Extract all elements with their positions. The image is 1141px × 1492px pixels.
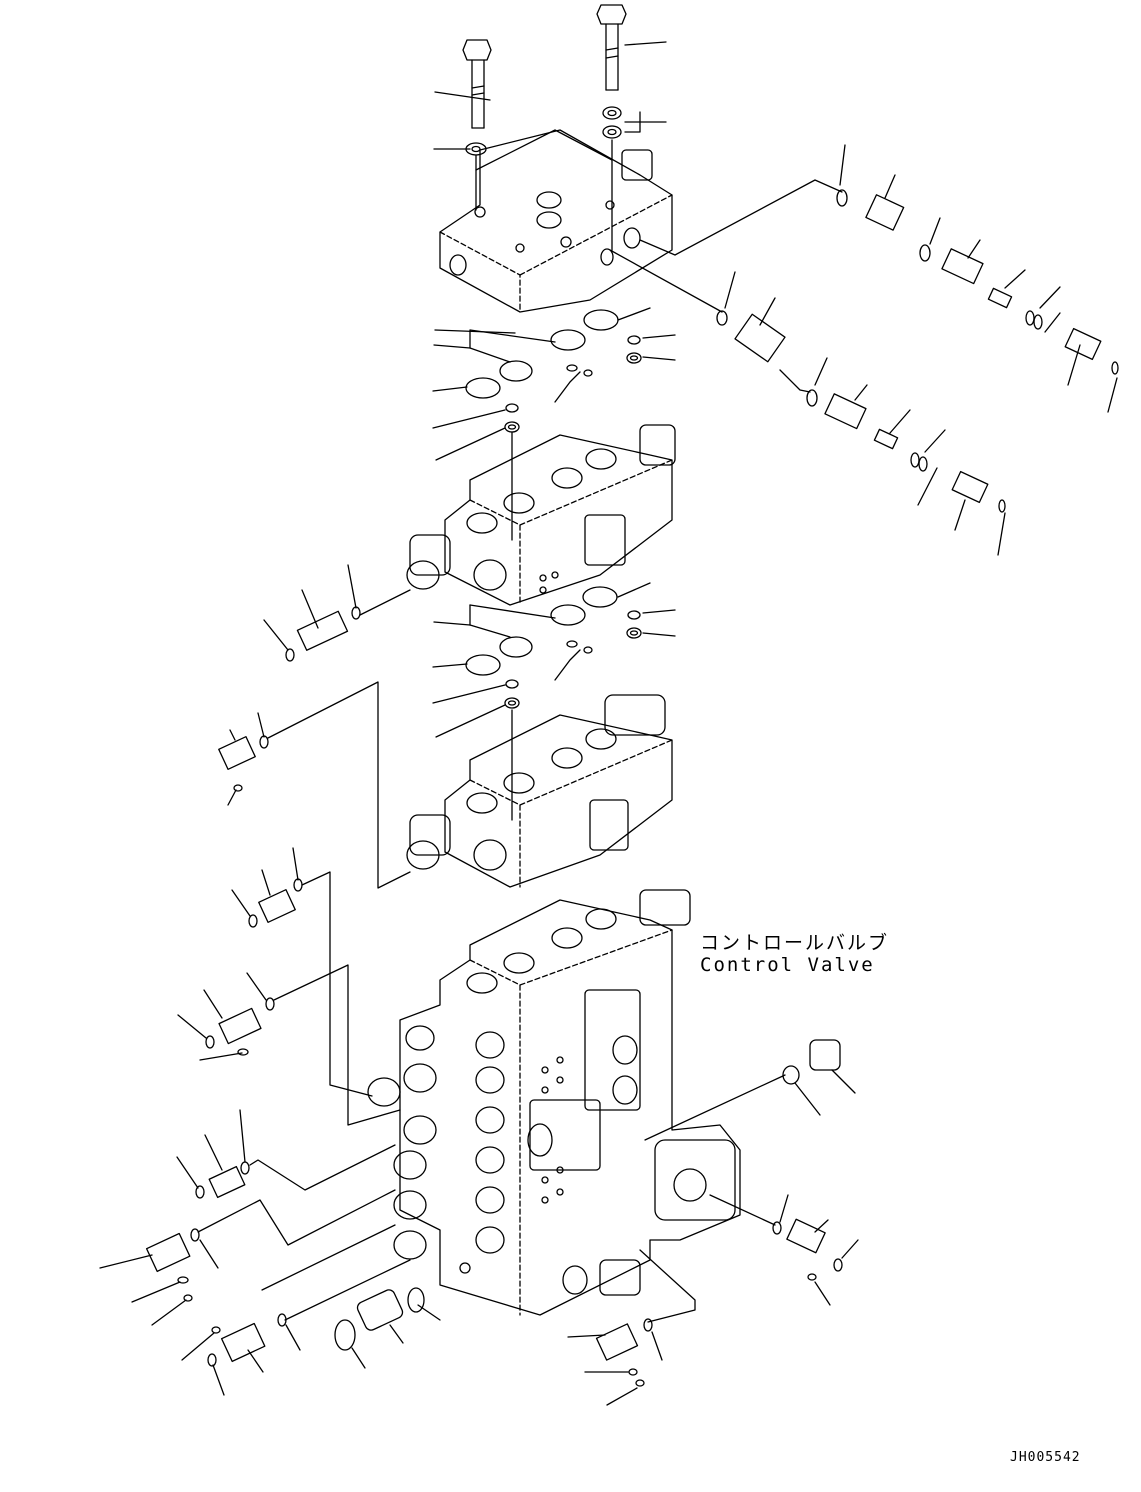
- right-side-fittings: [716, 189, 1119, 513]
- top-cover-block: [439, 129, 673, 313]
- leader-lines: [99, 41, 1118, 1406]
- part-name-english: Control Valve: [700, 954, 875, 976]
- valve-section-2: [406, 694, 673, 888]
- main-valve-body: [367, 889, 741, 1316]
- top-bolt-left: [462, 39, 492, 129]
- left-side-fittings: [145, 606, 425, 1367]
- valve-section-1: [406, 424, 676, 606]
- drawing-number: JH005542: [1010, 1450, 1081, 1465]
- part-name-japanese: コントロールバルブ: [700, 932, 890, 954]
- orings-upper: [465, 309, 642, 433]
- lower-right-fittings: [595, 1039, 843, 1387]
- orings-middle: [465, 586, 642, 709]
- top-bolt-right: [596, 4, 627, 91]
